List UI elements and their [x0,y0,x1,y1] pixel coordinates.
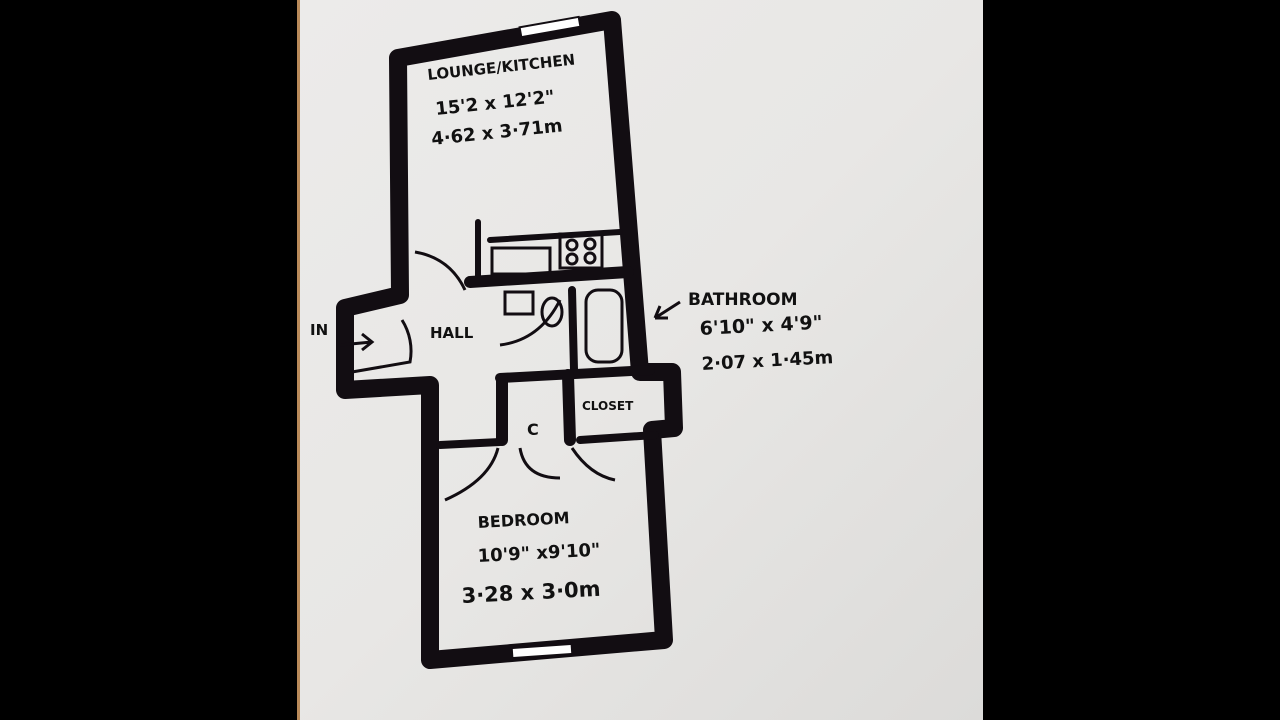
cupboard-wall [496,369,576,446]
closet-door [570,447,616,482]
entrance-arrow-icon [339,332,375,352]
basin-icon [503,290,535,316]
bathroom-wall [568,286,578,374]
cupboard-label: C [527,420,539,439]
bedroom-partition [436,431,659,449]
bedroom-door [444,447,500,502]
bathroom-metric: 2·07 x 1·45m [701,347,834,375]
window-top [518,15,582,39]
toilet-icon [540,296,564,328]
lounge-imperial: 15'2 x 12'2" [434,87,555,120]
entrance-label: IN [310,321,328,339]
hall-label: HALL [430,324,474,342]
hall-wall [495,365,655,383]
bathroom-arrow-icon [653,300,681,320]
kitchen-wall [464,266,634,288]
window-bottom [510,642,574,660]
entrance-door [351,319,413,374]
cupboard-door [518,447,561,480]
hall-door [414,250,467,291]
outer-wall [336,11,683,669]
sink-icon [490,246,552,276]
closet-label: CLOSET [582,399,634,413]
paper-edge [297,0,300,720]
bedroom-label: BEDROOM [477,508,570,532]
bathroom-label: BATHROOM [688,290,798,310]
bathroom-door [499,299,562,347]
bedroom-metric: 3·28 x 3·0m [461,577,601,608]
bathroom-imperial: 6'10" x 4'9" [699,312,823,340]
hob-icon [558,232,604,270]
lounge-metric: 4·62 x 3·71m [430,115,563,150]
bedroom-imperial: 10'9" x9'10" [477,540,601,567]
bath-icon [584,288,624,364]
